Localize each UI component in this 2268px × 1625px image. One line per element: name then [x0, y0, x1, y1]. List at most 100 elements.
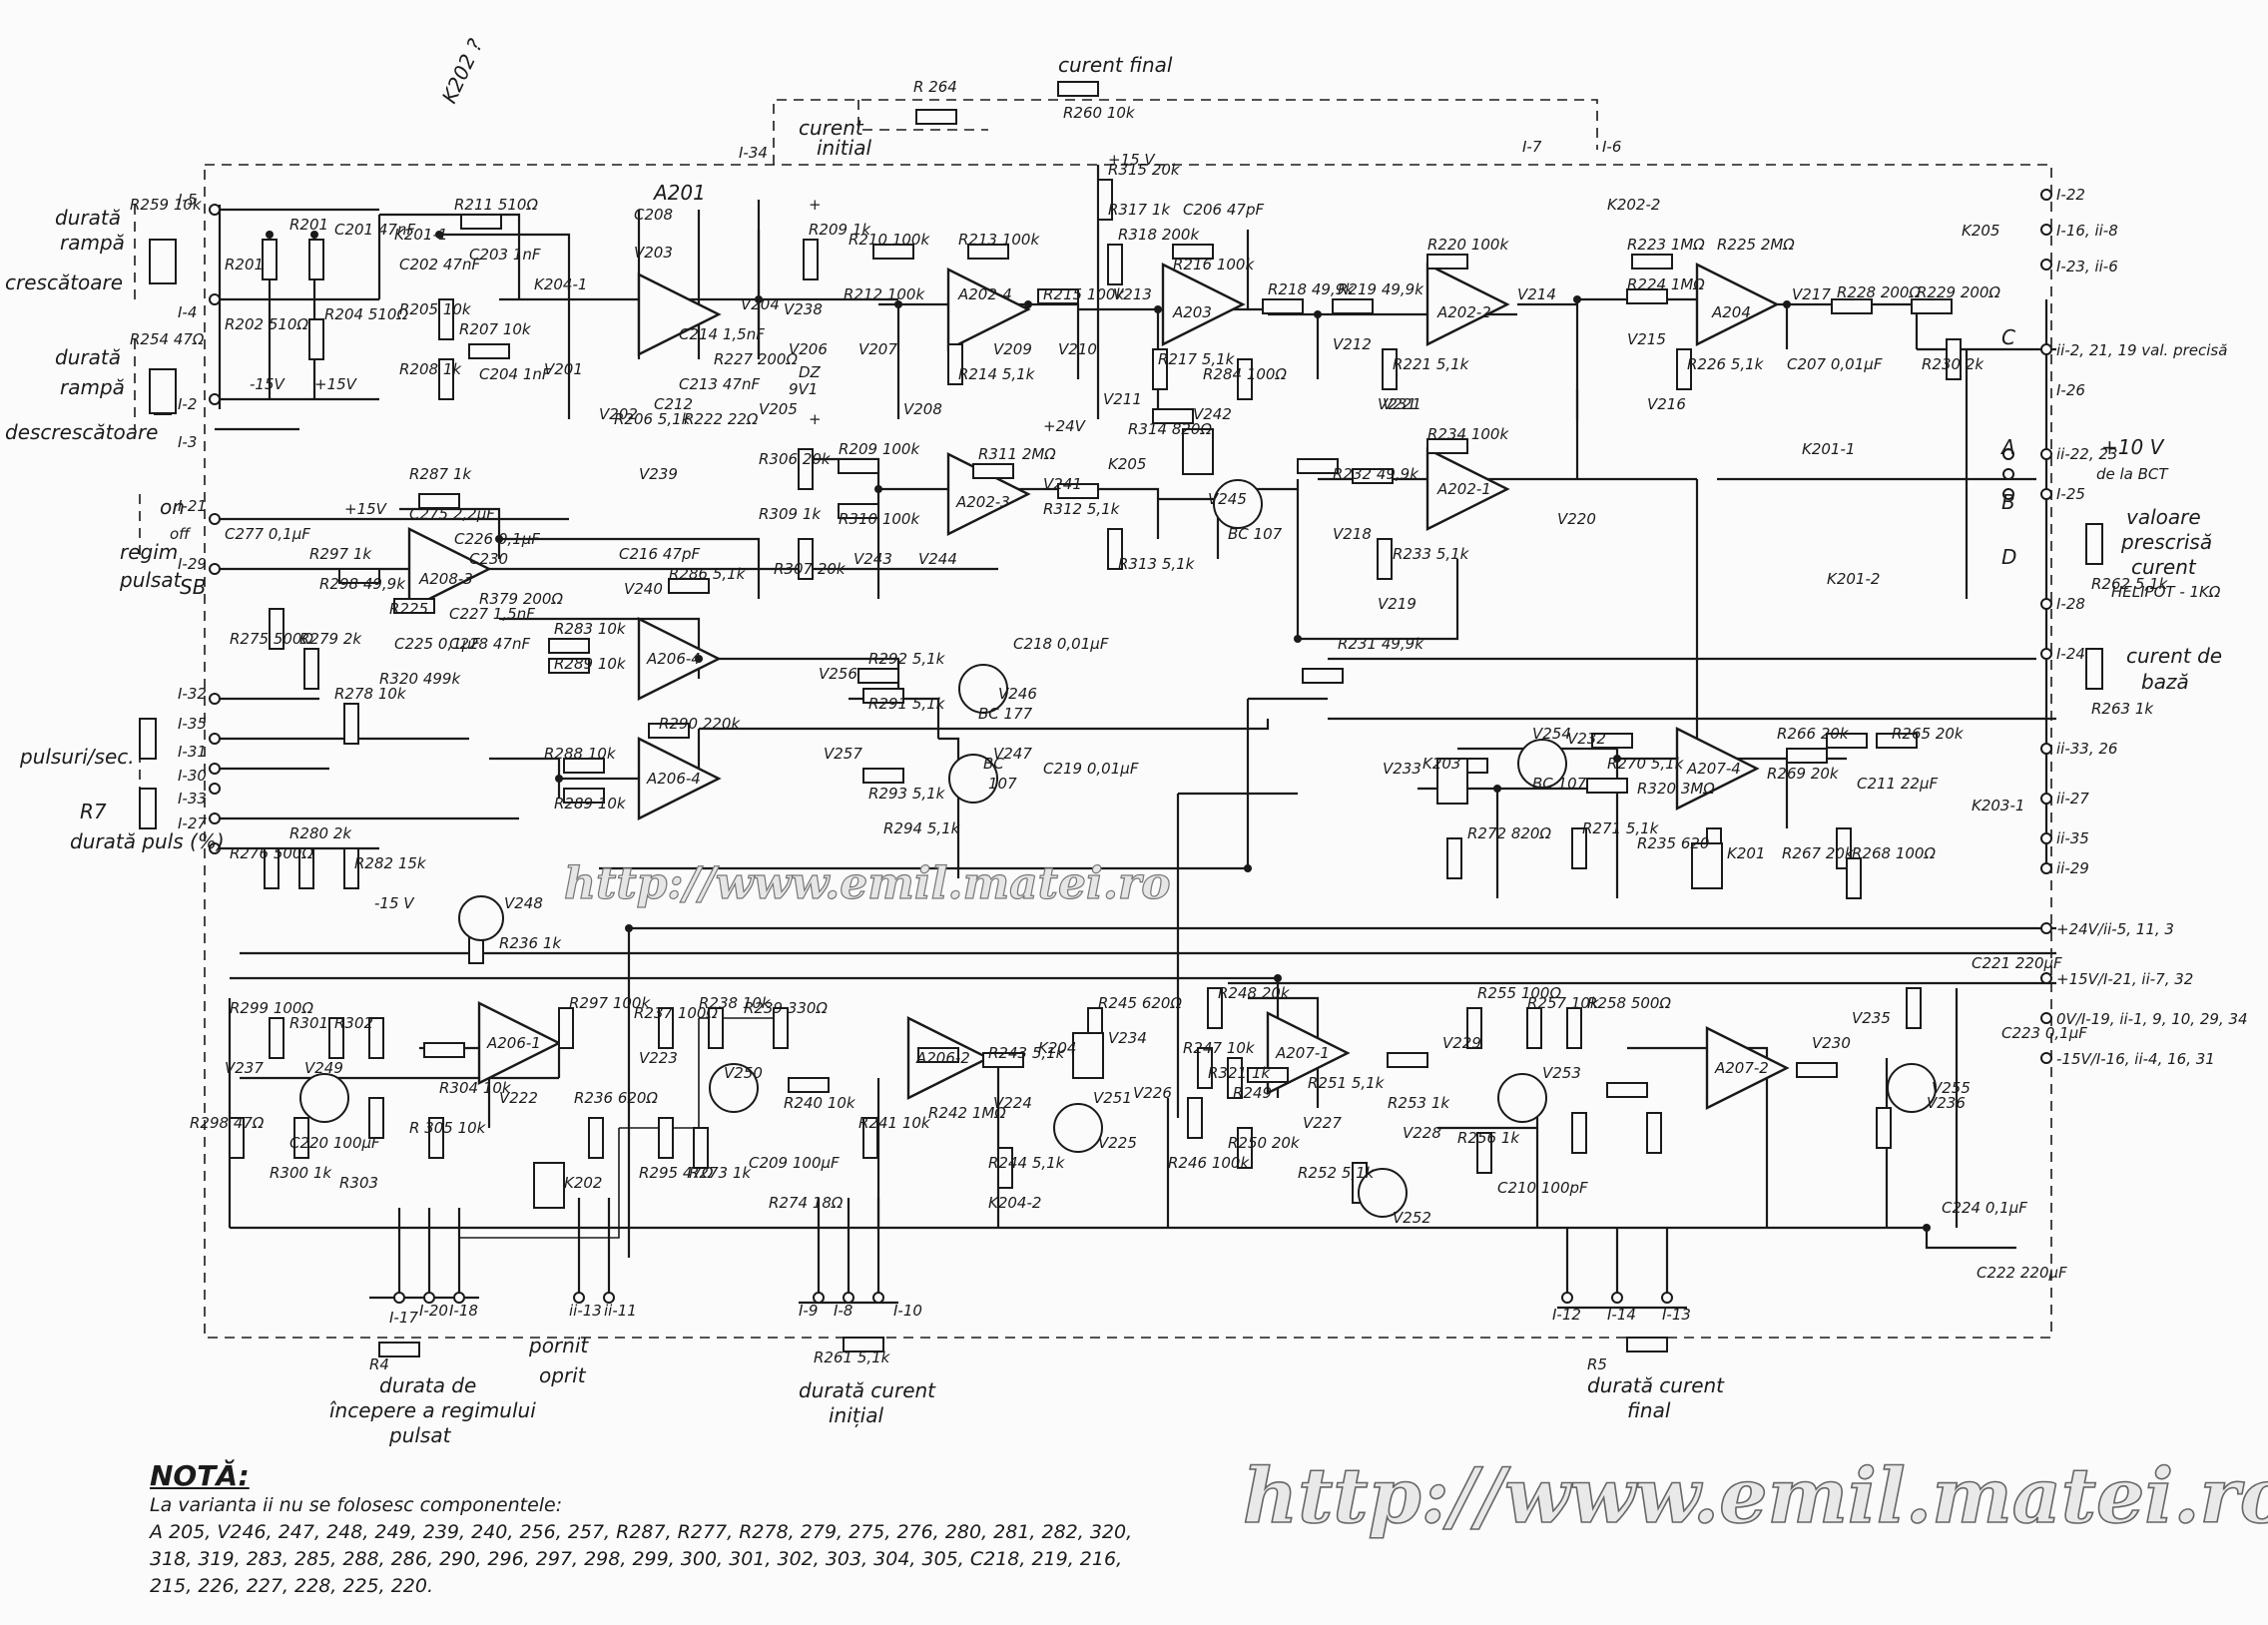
- res-r222: R222 22Ω: [684, 410, 759, 428]
- cap-c225: C225 0,1µF: [394, 635, 480, 653]
- semi-v254: V254: [1532, 725, 1571, 743]
- semi-v210: V210: [1058, 340, 1097, 358]
- wire-i13: I-13: [1662, 1306, 1691, 1324]
- semi-v233: V233: [1383, 760, 1421, 778]
- semi-v228: V228: [1403, 1124, 1441, 1142]
- label-rampa-desc-2: rampă: [60, 375, 125, 399]
- res-r311: R311 2MΩ: [978, 445, 1056, 463]
- res-r201: R201: [225, 256, 264, 273]
- res-r231: R231 49,9k: [1338, 635, 1424, 653]
- res-r242: R242 1MΩ: [928, 1104, 1006, 1122]
- res-r251: R251 5,1k: [1308, 1074, 1386, 1092]
- label-pulsat: pulsat: [119, 568, 183, 592]
- supply-plus-b: +: [809, 410, 822, 428]
- res-r295: R295 47Ω: [639, 1164, 714, 1182]
- label-durata-incep-1: durata de: [379, 1373, 476, 1397]
- res-r256: R256 1k: [1457, 1129, 1520, 1147]
- res-r229: R229 200Ω: [1917, 283, 2000, 301]
- wire-i4: I-4: [178, 303, 197, 321]
- label-durata-incep-2: începere a regimului: [329, 1398, 536, 1422]
- wire-i32: I-32: [178, 685, 207, 703]
- opamp-a202-4: A202-4: [957, 285, 1012, 303]
- semi-v232: V232: [1567, 730, 1606, 748]
- relay-k205: K205: [1962, 222, 1999, 240]
- semi-bc177: BC 177: [978, 705, 1033, 723]
- semi-dz: DZ: [799, 363, 822, 381]
- letter-b: B: [2001, 490, 2015, 514]
- label-rampa-desc-3: descrescătoare: [5, 420, 158, 444]
- semi-v257: V257: [824, 745, 862, 763]
- label-baza: bază: [2141, 670, 2189, 694]
- res-r250: R250 20k: [1228, 1134, 1301, 1152]
- semi-bc: BC: [983, 755, 1004, 773]
- res-r202: R202 510Ω: [225, 315, 308, 333]
- cap-c226: C226 0,1µF: [454, 530, 540, 548]
- res-r210: R210 100k: [849, 231, 930, 249]
- res-r314: R314 820Ω: [1128, 420, 1212, 438]
- cap-c210: C210 100pF: [1497, 1179, 1588, 1197]
- res-r213: R213 100k: [958, 231, 1040, 249]
- wire-ii22-23: ii-22, 23: [2056, 445, 2117, 463]
- wire-i23-ii6: I-23, ii-6: [2056, 258, 2118, 275]
- note-title: NOTĂ:: [150, 1459, 250, 1492]
- resistor-labels: R201 R201 R202 510Ω R204 510Ω R211 510Ω …: [190, 161, 2000, 1212]
- wire-ii13: ii-13: [569, 1302, 602, 1320]
- res-r303: R303: [339, 1174, 378, 1192]
- res-r238: R238 10k: [699, 994, 772, 1012]
- res-r271: R271 5,1k: [1582, 819, 1660, 837]
- wire-i31: I-31: [178, 743, 207, 761]
- res-r301: R301: [289, 1014, 328, 1032]
- res-r273: R273 1k: [689, 1164, 752, 1182]
- res-r287: R287 1k: [409, 465, 472, 483]
- semi-v221: V221: [1383, 395, 1421, 413]
- label-helipot: HELIPOT - 1KΩ: [2111, 583, 2221, 601]
- res-r302: R302: [334, 1014, 373, 1032]
- watermark-large: http://www.emil.matei.ro: [1243, 1451, 2268, 1540]
- res-r201b: R201: [289, 216, 328, 234]
- res-r243: R243 5,1k: [988, 1044, 1066, 1062]
- res-r241: R241 10k: [858, 1114, 931, 1132]
- label-r12: R7: [80, 800, 107, 823]
- label-curent: curent: [2131, 555, 2197, 579]
- relay-k203: K203: [1422, 755, 1460, 773]
- wire-ii27: ii-27: [2056, 790, 2089, 808]
- label-curent-initial-1: curent: [799, 116, 864, 140]
- relay-k201-1: K201-1: [394, 226, 447, 244]
- res-r283: R283 10k: [554, 620, 627, 638]
- wire-i8: I-8: [834, 1302, 852, 1320]
- label-r13: R4: [369, 1355, 389, 1373]
- res-r216: R216 100k: [1173, 256, 1255, 273]
- semi-v227: V227: [1303, 1114, 1342, 1132]
- label-rampa-cresc-3: crescătoare: [5, 271, 123, 294]
- wire-i18: I-18: [449, 1302, 478, 1320]
- semi-v239: V239: [639, 465, 678, 483]
- label-durata-incep-3: pulsat: [388, 1423, 452, 1447]
- relay-coils: [533, 428, 1723, 1209]
- res-r291: R291 5,1k: [868, 695, 946, 713]
- cap-c206: C206 47pF: [1183, 201, 1264, 219]
- cap-c214: C214 1,5nF: [679, 325, 765, 343]
- opamp-a202-1: A202-1: [1436, 480, 1491, 498]
- semi-v245: V245: [1208, 490, 1247, 508]
- res-r266: R266 20k: [1777, 725, 1850, 743]
- cap-c224: C224 0,1µF: [1942, 1199, 2027, 1217]
- supply-plus15v-b: +15V: [344, 500, 388, 518]
- label-durata-puls: durată puls (%): [70, 829, 225, 853]
- res-r211: R211 510Ω: [454, 196, 538, 214]
- res-r270: R270 5,1k: [1607, 755, 1685, 773]
- semi-v242: V242: [1193, 405, 1232, 423]
- cap-c221: C221 220µF: [1972, 954, 2062, 972]
- res-r289a: R289 10k: [554, 655, 627, 673]
- wire-i28: I-28: [2056, 595, 2085, 613]
- res-r246: R246 100k: [1168, 1154, 1250, 1172]
- wire-i6: I-6: [1602, 138, 1621, 156]
- res-r257: R257 10k: [1527, 994, 1600, 1012]
- res-r206: R206 5,1k: [614, 410, 692, 428]
- semi-bc107b: BC 107: [1532, 775, 1587, 793]
- opamp-a206-1: A206-1: [486, 1034, 541, 1052]
- semi-v240: V240: [624, 580, 663, 598]
- res-r293: R293 5,1k: [868, 785, 946, 803]
- wire-i20: I-20: [419, 1302, 448, 1320]
- semi-bc107a: BC 107: [1228, 525, 1283, 543]
- supply-plus15v-c: +15 V: [1108, 151, 1156, 169]
